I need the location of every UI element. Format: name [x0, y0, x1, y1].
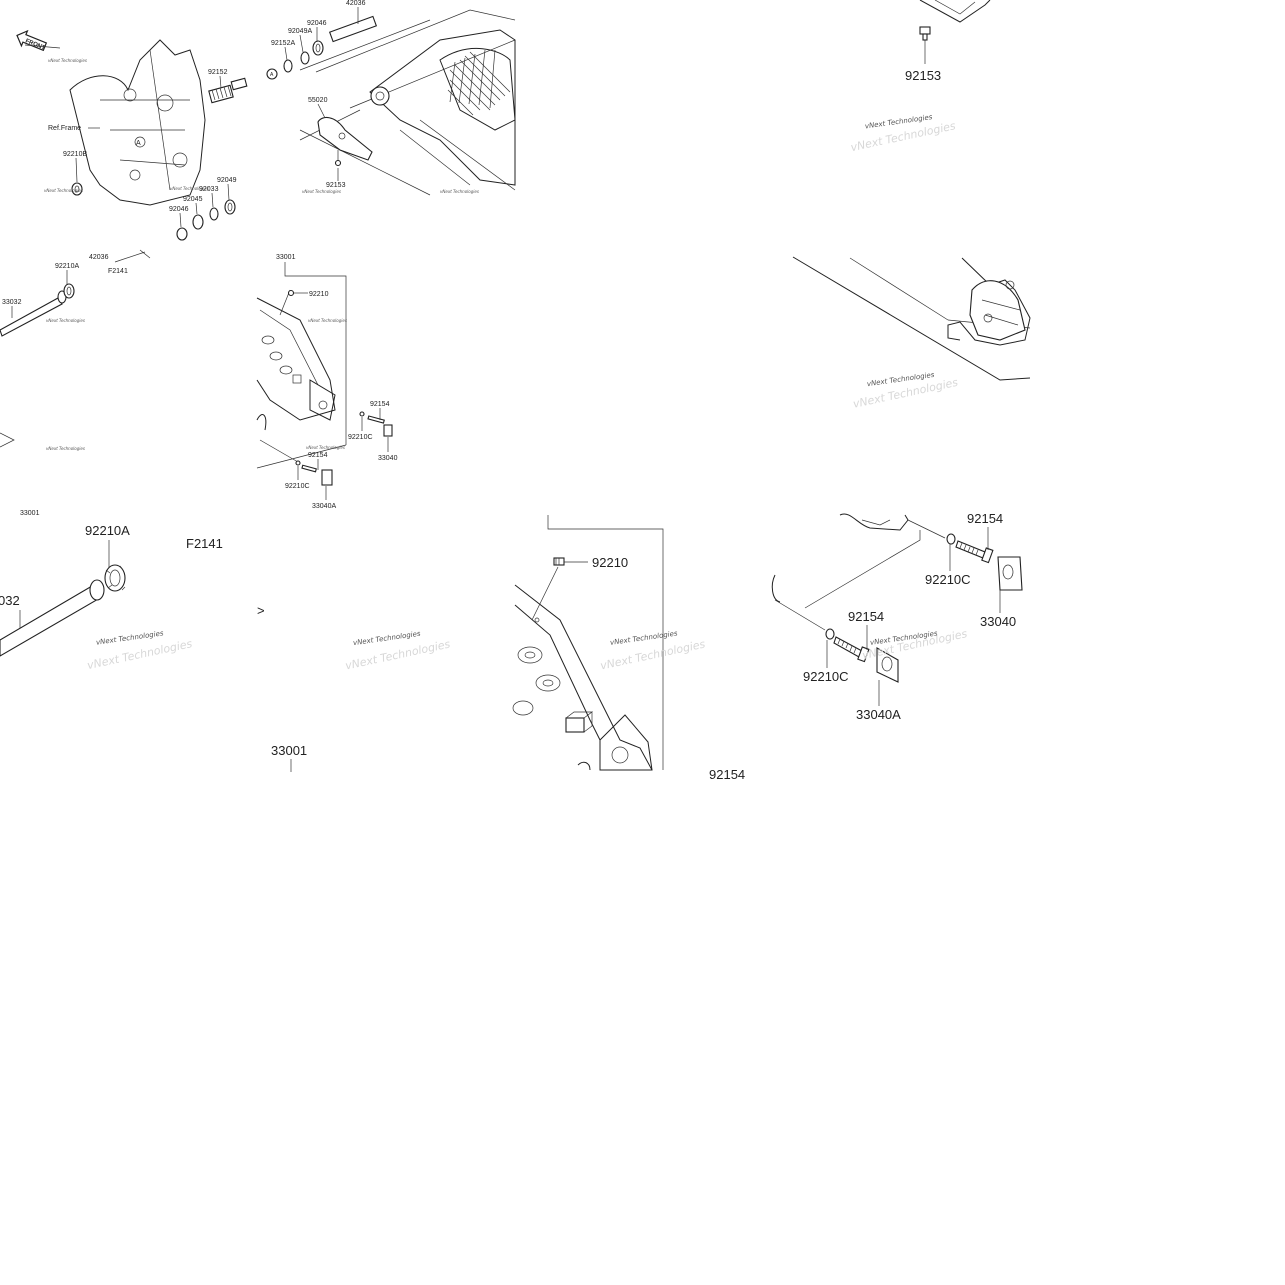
frame-drawing: A: [24, 39, 206, 206]
label-33040a-small: 33040A: [312, 503, 336, 510]
label-92049: 92049: [217, 177, 237, 184]
adjuster-lower-zoom: [825, 628, 899, 683]
label-92154-zoom-a: 92154: [967, 511, 1003, 526]
tile-pivot-shaft-zoom: 92210A F2141 032 vNext Technologies vNex…: [0, 523, 223, 672]
label-92154-zoom-cut: 92154: [709, 767, 745, 782]
watermark-10: vNext Technologies: [306, 445, 345, 450]
label-f2141-zoom: F2141: [186, 536, 223, 551]
tile-pivot-shaft: 42036 F2141 92210A 33032 33001 vNext Tec…: [0, 249, 151, 517]
ref-frame-label: Ref.Frame: [48, 125, 81, 132]
arrow-mark: >: [257, 603, 265, 618]
label-33032-zoom: 032: [0, 593, 20, 608]
label-92154-small-b: 92154: [308, 452, 328, 459]
pivot-shaft-zoom-drawing: [0, 564, 126, 657]
watermark-8: vNext Technologies: [46, 446, 85, 451]
watermark-3: vNext Technologies: [302, 189, 341, 194]
tile-zoom-92153: 92153 vNext Technologies vNext Technolog…: [849, 0, 991, 154]
label-92210a-zoom: 92210A: [85, 523, 130, 538]
label-92210c-zoom-a: 92210C: [925, 572, 971, 587]
label-33040a-zoom: 33040A: [856, 707, 901, 722]
adjuster-lower-small: [259, 439, 333, 486]
label-33032-small: 33032: [2, 299, 22, 306]
marker-a-2: A: [270, 72, 274, 78]
pivot-shaft-small-drawing: [0, 283, 75, 337]
tile-swingarm-arm-zoom: 92210 92154 vNext Technologies vNext Tec…: [512, 515, 745, 782]
label-92210-small: 92210: [309, 291, 329, 298]
label-92046-b: 92046: [169, 206, 189, 213]
label-42036-b: 42036: [89, 254, 109, 261]
pivot-parts: A: [71, 15, 378, 241]
chain-slider-drawing: [317, 116, 373, 167]
label-92210c-small-a: 92210C: [348, 434, 373, 441]
tile-chain-adjuster-zoom: 92154 92210C 33040 92154 92210C 33040A v…: [771, 511, 1023, 722]
watermark-1: vNext Technologies: [48, 58, 87, 63]
label-33040-small: 33040: [378, 455, 398, 462]
label-92210c-zoom-b: 92210C: [803, 669, 849, 684]
tile-33001-zoom: > 33001 vNext Technologies vNext Technol…: [257, 603, 452, 772]
label-33001-zoom: 33001: [271, 743, 307, 758]
label-33001-small: 33001: [20, 510, 40, 517]
label-33001-mid: 33001: [276, 254, 296, 261]
label-92210b: 92210B: [63, 151, 87, 158]
label-92153-zoom: 92153: [905, 68, 941, 83]
label-92210c-small-b: 92210C: [285, 483, 310, 490]
label-92152: 92152: [208, 69, 228, 76]
adjuster-upper-small: [359, 411, 393, 437]
label-92049a: 92049A: [288, 28, 312, 35]
swingarm-drawing: [299, 9, 516, 196]
label-92045: 92045: [183, 196, 203, 203]
front-arrow-icon: FRONT: [16, 29, 48, 52]
watermark-5: vNext Technologies: [44, 188, 83, 193]
watermark-2: vNext Technologies: [170, 186, 209, 191]
watermark-9: vNext Technologies: [308, 318, 347, 323]
adjuster-upper-zoom: [946, 533, 1023, 591]
label-92153-a: 92153: [326, 182, 346, 189]
label-92154-zoom-b: 92154: [848, 609, 884, 624]
tile-swingarm-overview: FRONT A Ref.Frame A: [16, 0, 516, 241]
watermark-4: vNext Technologies: [440, 189, 479, 194]
label-33040-zoom: 33040: [980, 614, 1016, 629]
tile-swingarm-side: 33001 92210 92154 92210C 33040: [256, 254, 398, 510]
label-92033: 92033: [199, 186, 219, 193]
label-42036: 42036: [346, 0, 366, 7]
label-92210-zoom: 92210: [592, 555, 628, 570]
marker-a: A: [136, 140, 141, 147]
label-92152a: 92152A: [271, 40, 295, 47]
watermark-7: vNext Technologies: [46, 318, 85, 323]
label-92154-small-a: 92154: [370, 401, 390, 408]
label-55020: 55020: [308, 97, 328, 104]
label-f2141-small: F2141: [108, 268, 128, 275]
grease-nipple-92210-icon: [553, 557, 565, 566]
label-92210a-small: 92210A: [55, 263, 79, 270]
bolt-92153-icon: [919, 26, 931, 41]
tile-chain-guard-zoom: vNext Technologies vNext Technologies: [792, 256, 1031, 411]
label-92046-a: 92046: [307, 20, 327, 27]
